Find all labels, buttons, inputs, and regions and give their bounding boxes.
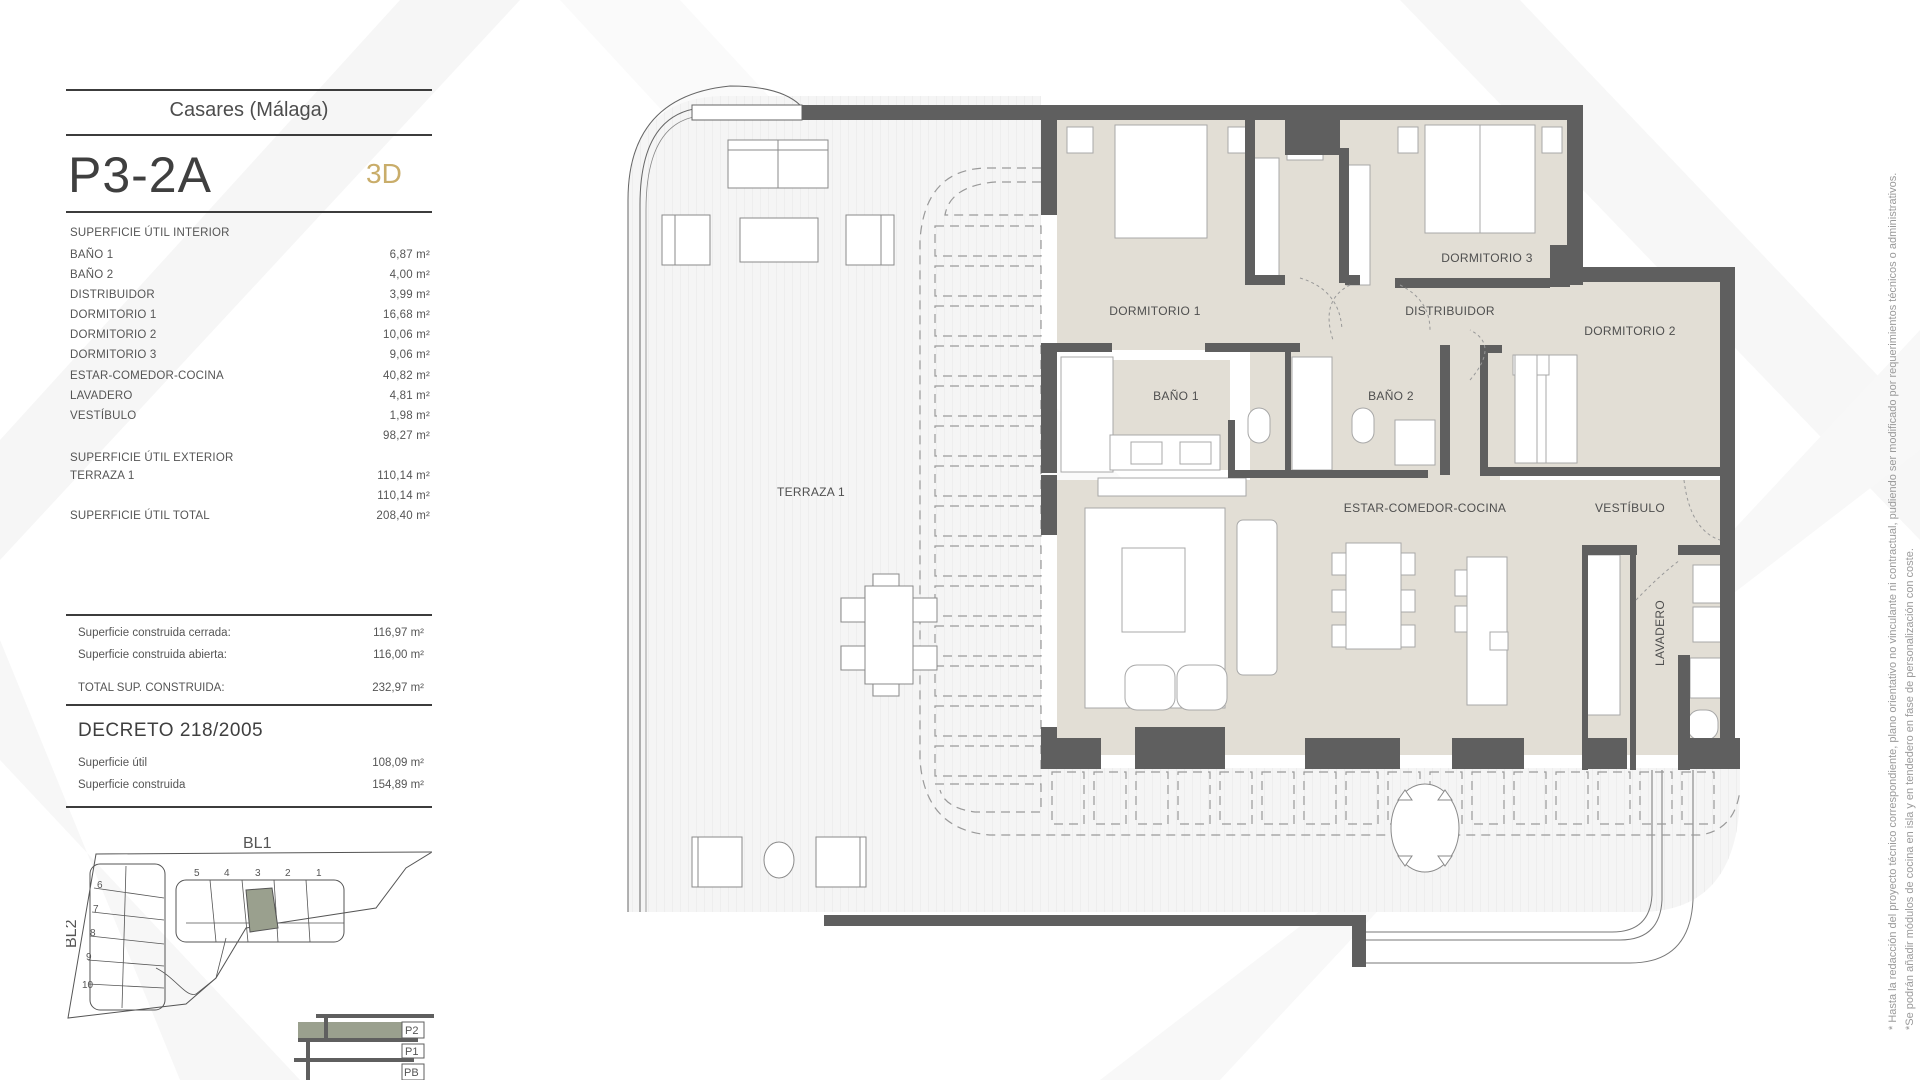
row-label: DORMITORIO 2 xyxy=(70,329,157,341)
svg-text:7: 7 xyxy=(93,904,99,915)
built-closed-row: Superficie construida cerrada: 116,97 m² xyxy=(78,624,424,642)
svg-text:6: 6 xyxy=(97,880,103,891)
row-value: 110,14 m² xyxy=(377,470,430,482)
decreto-built-row: Superficie construida 154,89 m² xyxy=(78,776,424,794)
table-row: DISTRIBUIDOR 3,99 m² xyxy=(70,286,432,304)
disclaimer-line-1: * Hasta la redacción del proyecto técnic… xyxy=(1887,172,1899,1030)
row-label: BAÑO 1 xyxy=(70,249,114,261)
svg-text:4: 4 xyxy=(224,868,230,879)
row-label: DISTRIBUIDOR xyxy=(70,289,155,301)
row-value: 4,00 m² xyxy=(389,269,430,281)
room-label-bano-1: BAÑO 1 xyxy=(1153,389,1199,403)
divider xyxy=(66,704,432,706)
location-label: Casares (Málaga) xyxy=(169,99,329,121)
row-label: Superficie construida cerrada: xyxy=(78,627,231,639)
room-label-dormitorio-3: DORMITORIO 3 xyxy=(1441,251,1533,265)
row-value: 3,99 m² xyxy=(389,289,430,301)
subtotal-value: 110,14 m² xyxy=(377,490,430,502)
row-label: LAVADERO xyxy=(70,390,133,402)
room-label-terraza: TERRAZA 1 xyxy=(776,485,846,499)
row-value: 232,97 m² xyxy=(372,682,424,694)
row-value: 116,00 m² xyxy=(373,649,424,661)
row-label: DORMITORIO 1 xyxy=(70,309,157,321)
table-row: BAÑO 1 6,87 m² xyxy=(70,246,432,264)
info-panel: Casares (Málaga) P3-2A 3D SUPERFICIE ÚTI… xyxy=(66,0,434,1080)
divider xyxy=(66,89,432,91)
row-value: 9,06 m² xyxy=(389,349,430,361)
svg-text:BL1: BL1 xyxy=(243,835,272,852)
disclaimer-line-2: *Se podrán añadir módulos de cocina en i… xyxy=(1904,548,1916,1030)
room-label-bano-2: BAÑO 2 xyxy=(1368,389,1414,403)
divider xyxy=(66,211,432,213)
section-title: SUPERFICIE ÚTIL INTERIOR xyxy=(70,227,230,239)
svg-text:P1: P1 xyxy=(405,1046,418,1058)
room-label-estar-comedor-cocina: ESTAR-COMEDOR-COCINA xyxy=(1343,501,1507,515)
row-value: 108,09 m² xyxy=(372,757,424,769)
row-label: VESTÍBULO xyxy=(70,410,137,422)
room-label-distribuidor: DISTRIBUIDOR xyxy=(1405,304,1495,318)
svg-text:5: 5 xyxy=(194,868,200,879)
table-row: ESTAR-COMEDOR-COCINA 40,82 m² xyxy=(70,367,432,385)
divider xyxy=(66,134,432,136)
table-row: BAÑO 2 4,00 m² xyxy=(70,266,432,284)
table-row: DORMITORIO 3 9,06 m² xyxy=(70,346,432,364)
room-label-dormitorio-1: DORMITORIO 1 xyxy=(1109,304,1201,318)
built-total-row: TOTAL SUP. CONSTRUIDA: 232,97 m² xyxy=(78,679,424,697)
row-value: 4,81 m² xyxy=(389,390,430,402)
section-title-interior: SUPERFICIE ÚTIL INTERIOR xyxy=(70,224,432,242)
table-row: TERRAZA 1 110,14 m² xyxy=(70,467,432,485)
divider xyxy=(66,806,432,808)
row-value: 40,82 m² xyxy=(383,370,430,382)
svg-text:9: 9 xyxy=(86,952,92,963)
decreto-title: DECRETO 218/2005 xyxy=(78,720,264,741)
svg-text:1: 1 xyxy=(316,868,322,879)
room-label-vestibulo: VESTÍBULO xyxy=(1594,501,1666,515)
section-title: SUPERFICIE ÚTIL EXTERIOR xyxy=(70,452,234,464)
room-label-dormitorio-2: DORMITORIO 2 xyxy=(1584,324,1676,338)
row-value: 1,98 m² xyxy=(389,410,430,422)
subtotal-row: 98,27 m² xyxy=(70,427,432,445)
subtotal-value: 98,27 m² xyxy=(383,430,430,442)
disclaimer-note: * Hasta la redacción del proyecto técnic… xyxy=(1885,173,1919,1030)
divider xyxy=(66,614,432,616)
row-value: 16,68 m² xyxy=(383,309,430,321)
row-value: 116,97 m² xyxy=(373,627,424,639)
row-value: 6,87 m² xyxy=(389,249,430,261)
svg-text:3: 3 xyxy=(255,868,261,879)
row-value: 154,89 m² xyxy=(372,779,424,791)
unit-type-badge: 3D xyxy=(366,158,402,189)
svg-text:BL2: BL2 xyxy=(66,919,80,948)
table-row: VESTÍBULO 1,98 m² xyxy=(70,407,432,425)
row-label: Superficie útil xyxy=(78,757,148,769)
svg-text:10: 10 xyxy=(82,980,94,991)
subtotal-row: 110,14 m² xyxy=(70,487,432,505)
row-label: TOTAL SUP. CONSTRUIDA: xyxy=(78,682,225,694)
row-label: SUPERFICIE ÚTIL TOTAL xyxy=(70,510,210,522)
site-plan-map: BL1 BL2 5 4 3 2 1 6 7 8 9 10 xyxy=(66,835,432,1019)
room-label-lavadero: LAVADERO xyxy=(1653,600,1667,666)
row-value: 208,40 m² xyxy=(376,510,430,522)
row-label: BAÑO 2 xyxy=(70,269,114,281)
row-value: 10,06 m² xyxy=(383,329,430,341)
svg-text:PB: PB xyxy=(404,1067,419,1079)
svg-text:P2: P2 xyxy=(405,1025,418,1037)
row-label: Superficie construida abierta: xyxy=(78,649,227,661)
table-row: DORMITORIO 2 10,06 m² xyxy=(70,326,432,344)
decreto-useful-row: Superficie útil 108,09 m² xyxy=(78,754,424,772)
section-title-exterior: SUPERFICIE ÚTIL EXTERIOR xyxy=(70,449,432,467)
row-label: ESTAR-COMEDOR-COCINA xyxy=(70,370,224,382)
built-open-row: Superficie construida abierta: 116,00 m² xyxy=(78,646,424,664)
svg-text:2: 2 xyxy=(285,868,291,879)
row-label: TERRAZA 1 xyxy=(70,470,135,482)
row-label: DORMITORIO 3 xyxy=(70,349,157,361)
table-row: DORMITORIO 1 16,68 m² xyxy=(70,306,432,324)
row-label: Superficie construida xyxy=(78,779,186,791)
table-row: LAVADERO 4,81 m² xyxy=(70,387,432,405)
unit-code: P3-2A xyxy=(68,147,212,203)
total-row: SUPERFICIE ÚTIL TOTAL 208,40 m² xyxy=(70,507,432,525)
svg-text:8: 8 xyxy=(90,928,96,939)
